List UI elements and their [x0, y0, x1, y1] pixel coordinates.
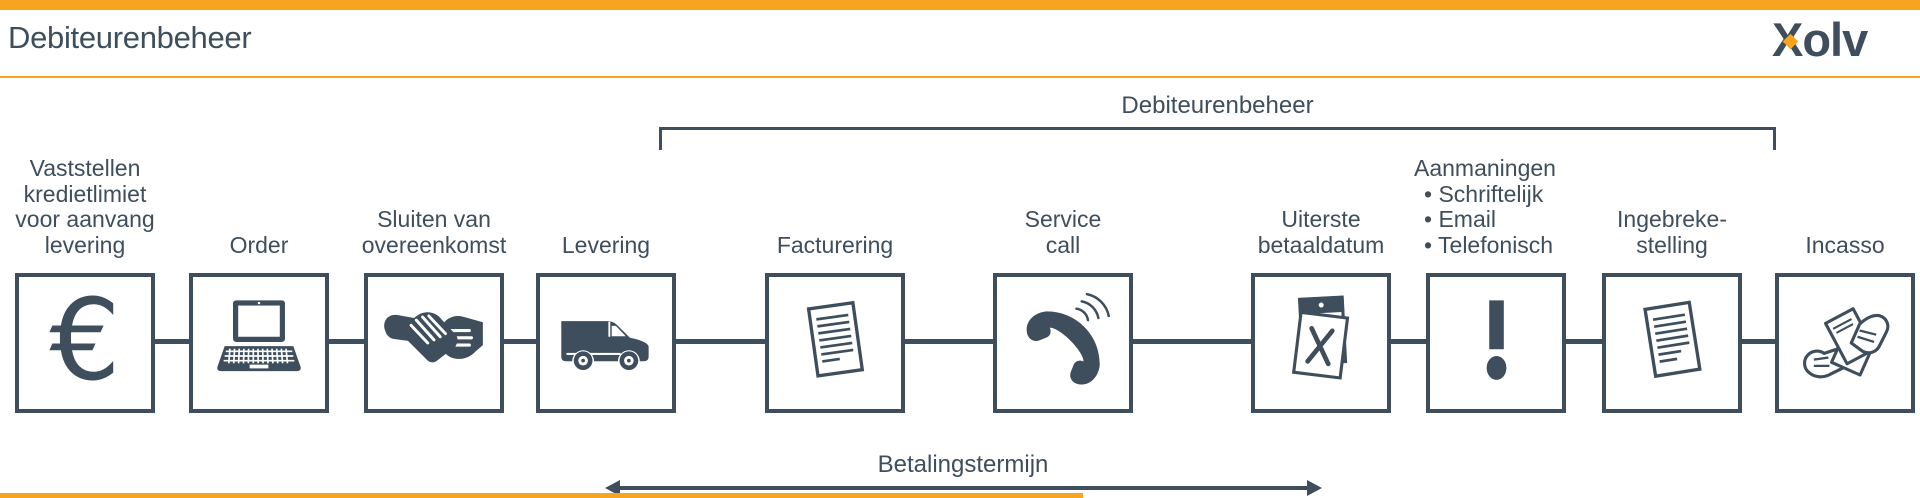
step-incasso: Incasso	[1775, 0, 1915, 498]
step-box	[1251, 273, 1391, 413]
process-connector-line	[85, 339, 1845, 344]
header-divider	[0, 76, 1920, 78]
step-box: €	[15, 273, 155, 413]
letter-document-icon	[1643, 300, 1702, 379]
step-label: Levering	[561, 231, 651, 258]
step-label: Uiterste betaaldatum	[1257, 206, 1385, 258]
betalingstermijn-label: Betalingstermijn	[877, 451, 1049, 478]
step-label: Sluiten van overeenkomst	[361, 206, 507, 258]
step-label: Service call	[1024, 206, 1102, 258]
arrow-right-head-icon	[1307, 480, 1322, 496]
step-label: Incasso	[1805, 231, 1885, 258]
invoice-document-icon	[806, 300, 865, 378]
delivery-van-icon	[561, 321, 649, 371]
step-box	[189, 273, 329, 413]
step-facturering: Facturering	[765, 0, 905, 498]
step-ingebrekestelling: Ingebreke- stelling	[1602, 0, 1742, 498]
step-box	[1426, 273, 1566, 413]
page-title: Debiteurenbeheer	[8, 20, 252, 55]
step-label: Ingebreke- stelling	[1617, 206, 1727, 258]
step-label: Facturering	[776, 231, 894, 258]
bottom-accent-bar	[0, 493, 1083, 498]
step-levering: Levering	[536, 0, 676, 498]
tear-off-calendar-icon	[1291, 295, 1350, 380]
step-vaststellen-kredietlimiet: Vaststellen kredietlimiet voor aanvang l…	[15, 0, 155, 498]
exclamation-mark-icon	[1486, 300, 1507, 380]
step-label: Aanmaningen • Schriftelijk • Email • Tel…	[1414, 155, 1556, 258]
bracket-label: Debiteurenbeheer	[1121, 92, 1314, 119]
step-order: Order	[189, 0, 329, 498]
debiteurenbeheer-bracket	[659, 127, 1776, 150]
xolv-logo: Xolv	[1772, 14, 1892, 66]
phone-call-icon	[1026, 292, 1111, 385]
euro-icon: €	[49, 276, 121, 406]
step-box	[765, 273, 905, 413]
step-box	[993, 273, 1133, 413]
step-aanmaningen: Aanmaningen • Schriftelijk • Email • Tel…	[1414, 0, 1566, 498]
step-box	[1775, 273, 1915, 413]
step-box	[536, 273, 676, 413]
betalingstermijn-arrow	[605, 480, 1322, 496]
top-accent-bar	[0, 0, 1920, 10]
step-uiterste-betaaldatum: Uiterste betaaldatum	[1251, 0, 1391, 498]
arrow-left-head-icon	[605, 480, 620, 496]
handshake-icon	[384, 312, 483, 363]
step-service-call: Service call	[993, 0, 1133, 498]
step-box	[364, 273, 504, 413]
step-label: Order	[229, 231, 289, 258]
hands-exchange-envelopes-icon	[1803, 307, 1890, 379]
laptop-icon	[217, 300, 301, 372]
arrow-line	[616, 486, 1311, 490]
step-label: Vaststellen kredietlimiet voor aanvang l…	[15, 155, 155, 258]
step-sluiten-van-overeenkomst: Sluiten van overeenkomst	[362, 0, 506, 498]
step-box	[1602, 273, 1742, 413]
